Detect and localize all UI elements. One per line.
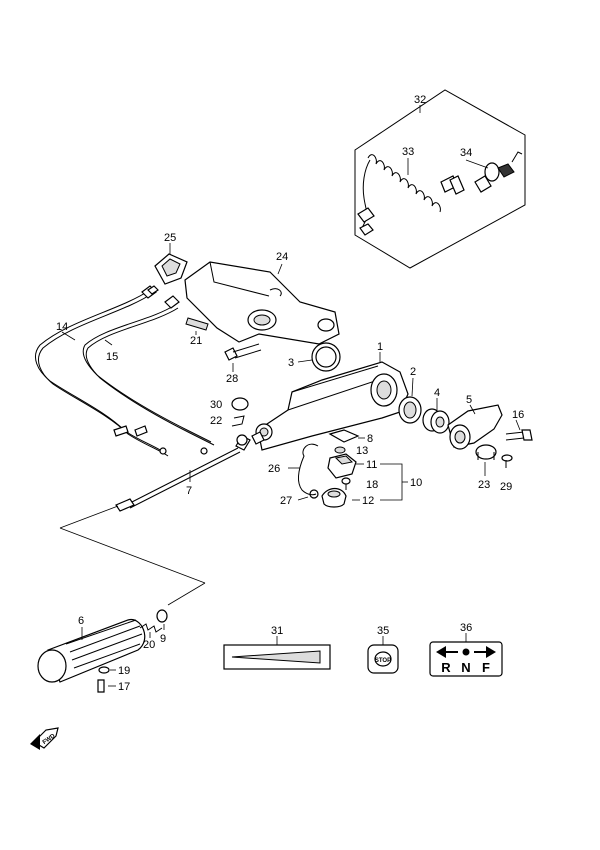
forward-arrow-icon — [30, 727, 59, 750]
callout-18: 18 — [366, 479, 378, 491]
clip-22 — [231, 415, 245, 427]
screw-18 — [341, 477, 351, 490]
seal-ring-3 — [297, 342, 341, 372]
shift-cable-15 — [82, 295, 215, 455]
callout-28: 28 — [226, 373, 238, 385]
screw-17 — [97, 679, 116, 693]
callout-5: 5 — [466, 394, 472, 406]
pin-21 — [185, 317, 209, 335]
callout-2: 2 — [410, 366, 416, 378]
callout-24: 24 — [276, 251, 288, 263]
decal-stop-text: STOP — [375, 658, 391, 664]
cover-25 — [154, 243, 188, 285]
callout-27: 27 — [280, 495, 292, 507]
callout-35: 35 — [377, 625, 389, 637]
callout-16: 16 — [512, 409, 524, 421]
kit-32-box — [354, 89, 526, 269]
callout-26: 26 — [268, 463, 280, 475]
stop-switch-34 — [465, 151, 523, 193]
callout-32: 32 — [414, 94, 426, 106]
callout-23: 23 — [478, 479, 490, 491]
switch-holder-12 — [321, 487, 347, 508]
bolt-16 — [505, 419, 533, 441]
washer-2 — [398, 377, 422, 424]
screw-29 — [501, 454, 513, 468]
callout-labels: 32 33 34 25 24 14 21 15 3 1 2 28 4 5 30 … — [56, 94, 524, 693]
switch-11 — [327, 453, 357, 479]
bolt-28 — [224, 343, 262, 372]
callout-20: 20 — [143, 639, 155, 651]
throttle-cable-14 — [35, 285, 169, 457]
callout-7: 7 — [186, 485, 192, 497]
coiled-lanyard-33 — [357, 154, 465, 236]
shift-rod-7 — [115, 434, 251, 512]
callout-33: 33 — [402, 146, 414, 158]
callout-6: 6 — [78, 615, 84, 627]
throttle-body-5 — [447, 404, 503, 450]
callout-12: 12 — [362, 495, 374, 507]
callout-13: 13 — [356, 445, 368, 457]
decal-letter-f: F — [482, 660, 490, 675]
wire-26 — [288, 443, 319, 496]
callout-31: 31 — [271, 625, 283, 637]
collar-4 — [422, 398, 450, 434]
callout-8: 8 — [367, 433, 373, 445]
spring-20 — [139, 623, 163, 638]
bracket-24 — [184, 261, 340, 345]
callout-15: 15 — [106, 351, 118, 363]
callout-25: 25 — [164, 232, 176, 244]
nut-19 — [98, 666, 116, 674]
callout-10: 10 — [410, 477, 422, 489]
throttle-grip-6 — [37, 619, 146, 683]
o-ring-30 — [231, 397, 249, 411]
callout-9: 9 — [160, 633, 166, 645]
callout-4: 4 — [434, 387, 440, 399]
callout-36: 36 — [460, 622, 472, 634]
cap-9 — [156, 609, 168, 630]
screw-27 — [297, 489, 319, 501]
nut-13 — [334, 446, 346, 454]
callout-11: 11 — [366, 459, 377, 471]
label-31 — [223, 636, 331, 670]
callout-19: 19 — [118, 665, 130, 677]
decal-letter-n: N — [461, 660, 470, 675]
callout-29: 29 — [500, 481, 512, 493]
plate-8 — [328, 429, 365, 443]
decal-letter-r: R — [441, 660, 451, 675]
friction-knob-23 — [475, 444, 497, 476]
callout-17: 17 — [118, 681, 130, 693]
stop-decal-35 — [367, 636, 399, 674]
callout-3: 3 — [288, 357, 294, 369]
callout-21: 21 — [190, 335, 202, 347]
callout-30: 30 — [210, 399, 222, 411]
callout-34: 34 — [460, 147, 472, 159]
callout-1: 1 — [377, 341, 383, 353]
tiller-handle-1 — [251, 352, 409, 451]
callout-22: 22 — [210, 415, 222, 427]
callout-14: 14 — [56, 321, 68, 333]
assembly-guide-lines — [59, 505, 206, 606]
shift-decal-36 — [429, 633, 503, 677]
group-10-bracket — [352, 463, 408, 501]
